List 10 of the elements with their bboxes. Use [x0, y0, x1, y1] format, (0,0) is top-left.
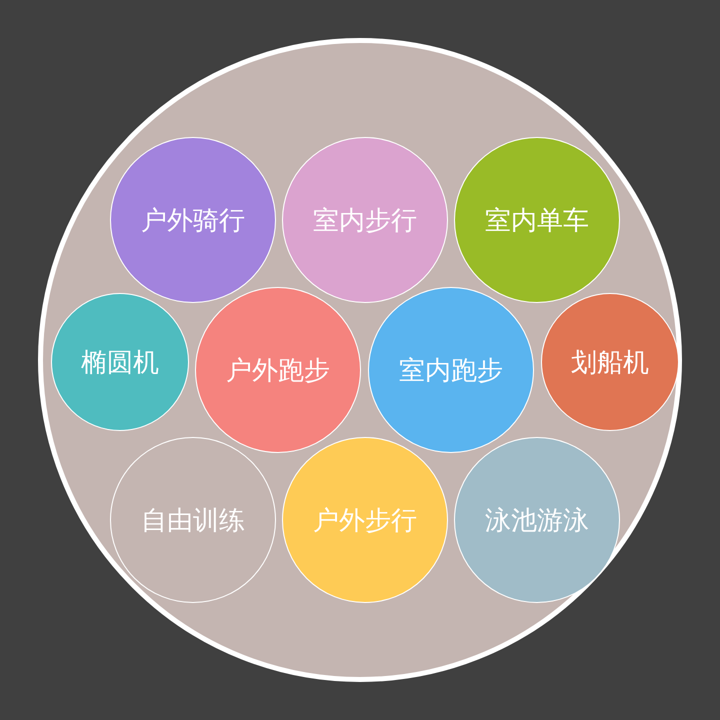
category-label: 户外骑行	[141, 204, 245, 238]
category-label: 泳池游泳	[485, 504, 589, 538]
category-label: 划船机	[571, 346, 649, 380]
category-label: 室内跑步	[399, 354, 503, 388]
category-label: 户外跑步	[226, 354, 330, 388]
category-label: 室内单车	[485, 204, 589, 238]
category-label: 户外步行	[313, 504, 417, 538]
category-label: 自由训练	[141, 504, 245, 538]
category-label: 室内步行	[313, 204, 417, 238]
category-label: 椭圆机	[81, 346, 159, 380]
